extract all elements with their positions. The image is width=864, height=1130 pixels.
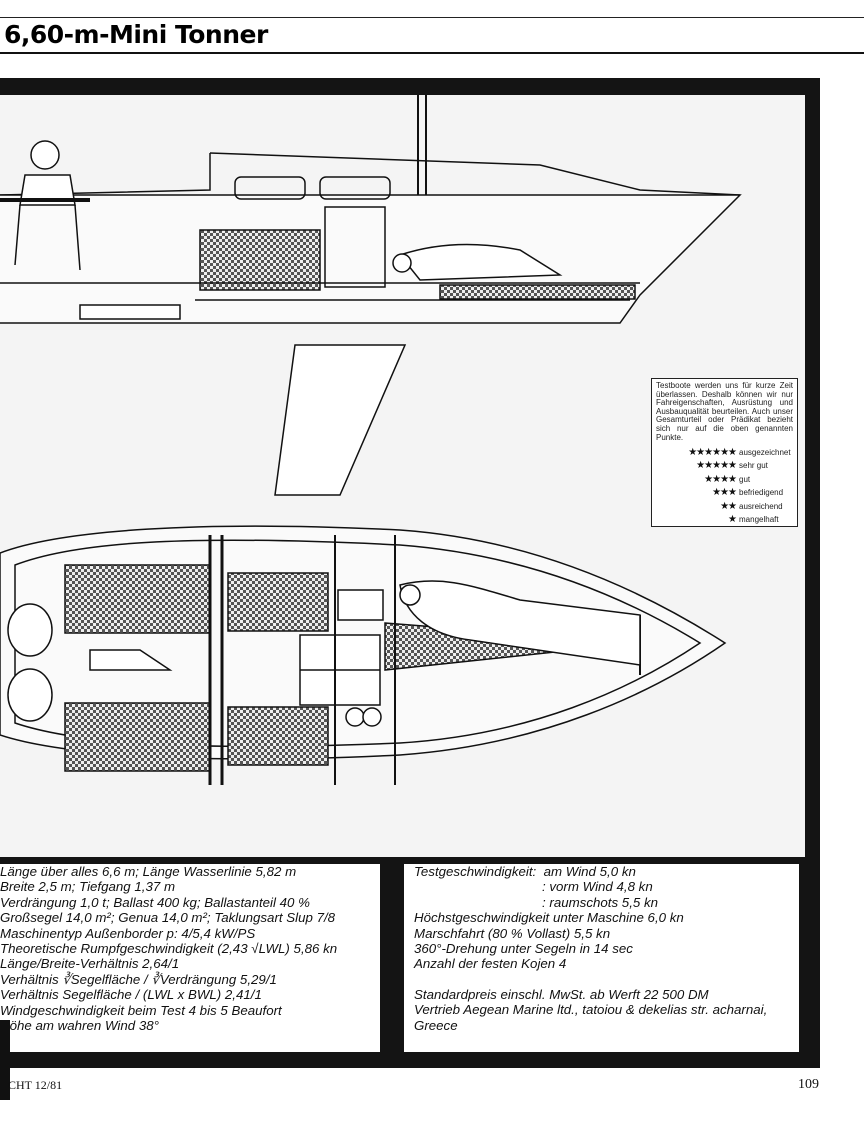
- speed-line: Testgeschwindigkeit: am Wind 5,0 kn: [414, 864, 799, 879]
- rating-label: sehr gut: [739, 461, 768, 471]
- side-profile: [0, 95, 742, 324]
- spacer: [414, 972, 799, 987]
- spec-box-left: Länge über alles 6,6 m; Länge Wasserlini…: [0, 864, 380, 1052]
- spec-line: Maschinentyp Außenborder p: 4/5,4 kW/PS: [0, 925, 256, 941]
- boat-drawing: [0, 95, 742, 785]
- legend-row: ★★★★★sehr gut: [656, 460, 793, 474]
- spec-line: Länge/Breite-Verhältnis 2,64/1: [0, 956, 180, 972]
- spec-line: Theoretische Rumpfgeschwindigkeit (2,43 …: [0, 941, 338, 957]
- rating-stars: ★★★: [712, 487, 737, 499]
- rating-label: ausreichend: [739, 501, 783, 511]
- spec-line: Verdrängung 1,0 t; Ballast 400 kg; Balla…: [0, 894, 310, 910]
- spec-line: 360°-Drehung unter Segeln in 14 sec: [414, 941, 633, 957]
- rating-stars: ★★: [720, 500, 737, 512]
- spec-line: Verhältnis Segelfläche / (LWL x BWL) 2,4…: [0, 987, 262, 1003]
- rating-label: befriedigend: [739, 488, 784, 498]
- vertrieb-line: Vertrieb Aegean Marine ltd., tatoiou & d…: [414, 1002, 768, 1018]
- speed-am-wind: am Wind 5,0 kn: [543, 864, 636, 879]
- speed-label: Testgeschwindigkeit:: [414, 864, 537, 879]
- rating-stars: ★★★★: [704, 473, 737, 485]
- spec-line: Anzahl der festen Kojen 4: [414, 956, 567, 972]
- spec-line: Großsegel 14,0 m²; Genua 14,0 m²; Taklun…: [0, 910, 336, 926]
- spec-box-right: Testgeschwindigkeit: am Wind 5,0 kn : vo…: [404, 864, 799, 1052]
- page-number: 109: [798, 1077, 819, 1092]
- legend-note: Testboote werden uns für kurze Zeit über…: [656, 381, 793, 442]
- legend-row: ★★★befriedigend: [656, 487, 793, 501]
- rating-stars: ★★★★★★: [688, 446, 737, 458]
- rating-label: gut: [739, 474, 751, 484]
- country-line: Greece: [414, 1017, 458, 1033]
- top-rule: [0, 17, 864, 18]
- price-line: Standardpreis einschl. MwSt. ab Werft 22…: [414, 986, 709, 1002]
- keel: [274, 344, 407, 496]
- speed-raumschots: : raumschots 5,5 kn: [542, 894, 659, 910]
- spec-line: Höchstgeschwindigkeit unter Maschine 6,0…: [414, 910, 684, 926]
- left-edge-bar: [0, 1020, 10, 1100]
- deck-plan: [0, 525, 727, 785]
- legend-row: ★★★★★★ausgezeichnet: [656, 446, 793, 460]
- legend-row: ★★★★gut: [656, 473, 793, 487]
- rating-stars: ★★★★★: [696, 460, 737, 472]
- spec-line: Länge über alles 6,6 m; Länge Wasserlini…: [0, 864, 297, 879]
- legend-row: ★★ausreichend: [656, 500, 793, 514]
- rating-label: mangelhaft: [739, 515, 779, 525]
- spec-line: Breite 2,5 m; Tiefgang 1,37 m: [0, 879, 176, 895]
- spec-line: Marschfahrt (80 % Vollast) 5,5 kn: [414, 925, 611, 941]
- spec-line: Höhe am wahren Wind 38°: [0, 1018, 159, 1034]
- issue-label: CHT 12/81: [8, 1078, 63, 1092]
- page-title: 6,60-m-Mini Tonner: [4, 20, 268, 49]
- title-rule: [0, 52, 864, 54]
- speed-vorm-wind: : vorm Wind 4,8 kn: [542, 879, 653, 895]
- rating-stars: ★: [728, 514, 737, 526]
- spec-line: Verhältnis ∛Segelfläche / ∛Verdrängung 5…: [0, 971, 277, 987]
- rating-legend: Testboote werden uns für kurze Zeit über…: [651, 378, 798, 527]
- rating-label: ausgezeichnet: [739, 447, 791, 457]
- spec-line: Windgeschwindigkeit beim Test 4 bis 5 Be…: [0, 1002, 282, 1018]
- legend-row: ★mangelhaft: [656, 514, 793, 528]
